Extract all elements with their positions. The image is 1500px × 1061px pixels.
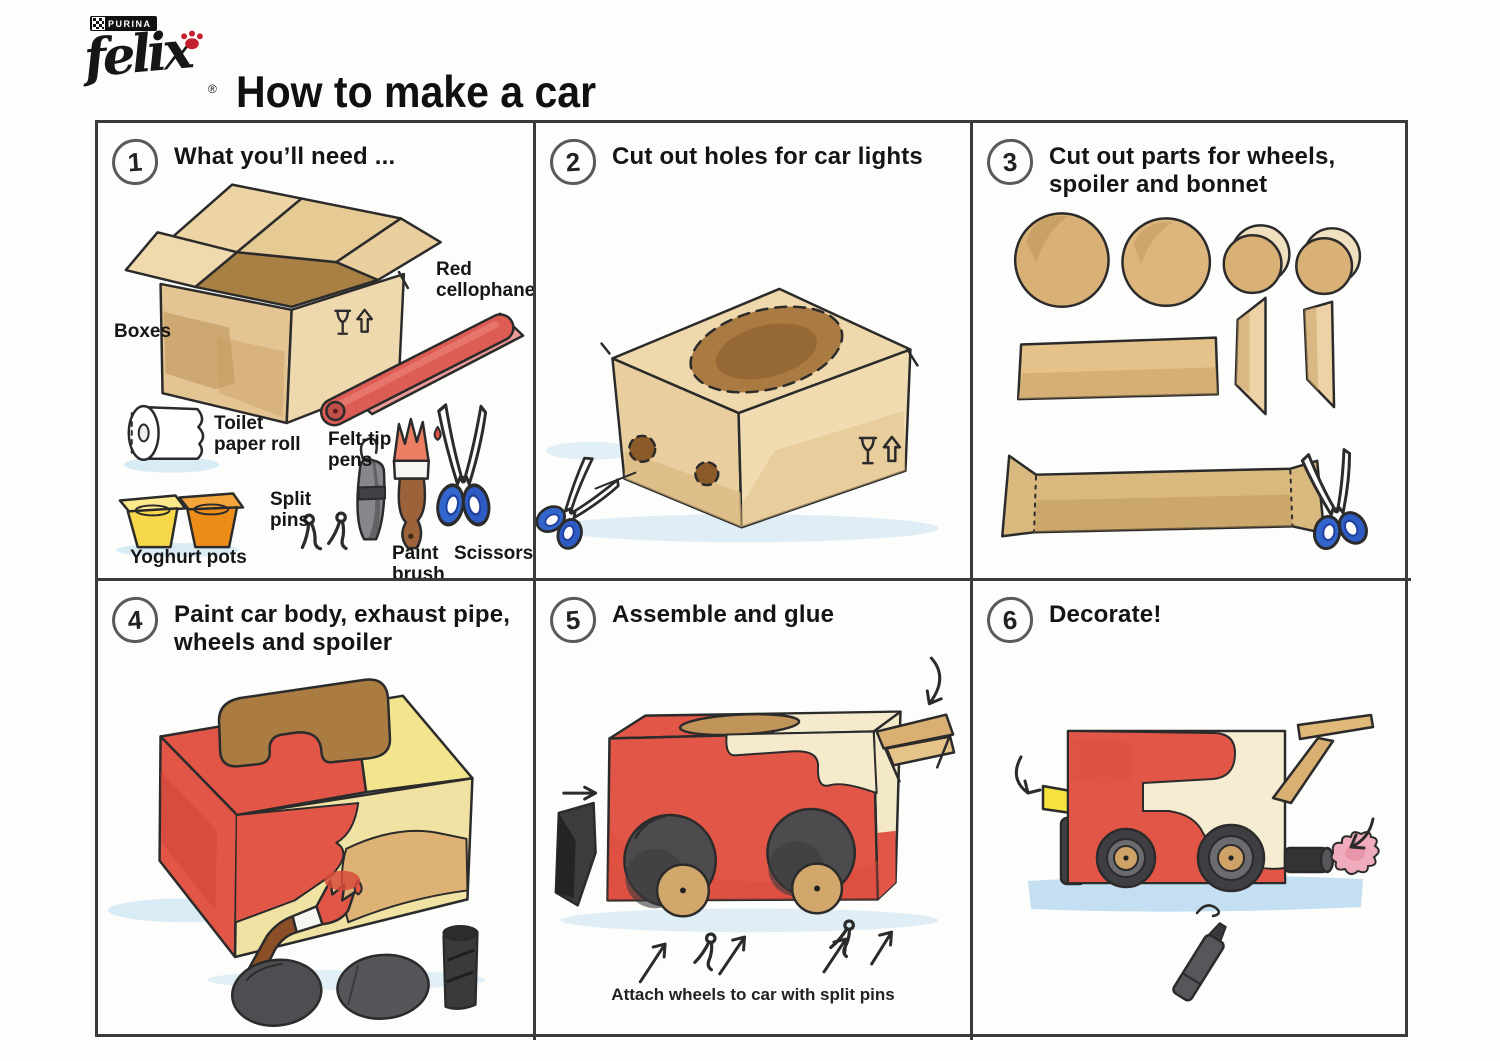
paw-print-icon [181, 30, 203, 50]
step-title: Assemble and glue [612, 601, 835, 628]
label-paint-brush: Paint brush [392, 543, 445, 581]
step-title: Cut out parts for wheels, spoiler and bo… [1049, 143, 1336, 199]
label-toilet-paper-roll: Toilet paper roll [214, 413, 301, 456]
page-title: How to make a car [236, 67, 597, 118]
arrows [562, 656, 943, 984]
painted-box-illustration [158, 678, 474, 959]
panel-step-2: 2 Cut out holes for car lights [536, 123, 973, 581]
exhaust-smoke-illustration [1283, 831, 1380, 875]
scissors-icon [536, 450, 637, 560]
label-red-cellophane: Red cellophane [436, 259, 536, 302]
step-title: Paint car body, exhaust pipe, wheels and… [174, 601, 511, 657]
step-number: 2 [548, 137, 598, 187]
panel-3-illustration [1001, 212, 1375, 557]
paint-brush-illustration [242, 870, 363, 989]
registered-mark: ® [208, 82, 217, 96]
purina-label: PURINA [108, 18, 152, 29]
purina-checkerboard-icon [92, 17, 105, 30]
paint-brush-illustration [392, 417, 442, 550]
felix-wordmark: felix [81, 19, 193, 90]
step-caption: Attach wheels to car with split pins [611, 985, 895, 1004]
panel-step-5: 5 Assemble and glue Attach wheels to car… [536, 581, 973, 1040]
toilet-paper-roll-illustration [127, 404, 205, 461]
spoiler-end-pieces-illustration [1234, 296, 1336, 416]
step-number: 6 [985, 595, 1035, 645]
label-split-pins: Split pins [270, 489, 312, 532]
wheel-circles-illustration [1013, 212, 1362, 309]
instruction-grid: 1 What you’ll need ... Boxes Red celloph… [95, 120, 1411, 1040]
painted-exhaust-illustration [442, 924, 479, 1010]
label-yoghurt-pots: Yoghurt pots [130, 547, 247, 568]
panel-1-illustration [115, 183, 525, 558]
spoiler-illustration [875, 713, 956, 783]
panel-step-1: 1 What you’ll need ... Boxes Red celloph… [98, 123, 536, 581]
label-scissors: Scissors [454, 543, 534, 564]
panel-step-6: 6 Decorate! [973, 581, 1411, 1040]
arrows [1014, 755, 1375, 850]
purina-badge: PURINA [90, 16, 157, 31]
step-number: 5 [548, 595, 598, 645]
panel-2-illustration [536, 287, 939, 560]
wheels-illustration [623, 807, 857, 918]
panel-step-3: 3 Cut out parts for wheels, spoiler and … [973, 123, 1411, 581]
red-cellophane-illustration [319, 312, 525, 427]
scissors-icon [431, 403, 496, 532]
step-title: Decorate! [1049, 601, 1162, 628]
step-title: Cut out holes for car lights [612, 143, 923, 170]
step-number: 3 [985, 137, 1035, 187]
painted-wheels-illustration [230, 953, 430, 1027]
yoghurt-pots-illustration [118, 492, 245, 549]
label-boxes: Boxes [114, 321, 172, 342]
cardboard-box-illustration [124, 183, 442, 425]
spoiler-illustration [1271, 713, 1375, 805]
felix-logo: PURINA felix ® [81, 14, 234, 110]
step-number: 4 [110, 595, 160, 645]
felt-tip-pen-illustration [356, 437, 387, 541]
spoiler-strip-illustration [1001, 454, 1326, 538]
felt-tip-pen-illustration [1172, 904, 1227, 1002]
step-number: 1 [110, 137, 160, 187]
step-title: What you’ll need ... [174, 143, 396, 170]
panel-6-illustration [1014, 713, 1380, 1002]
box-with-holes-illustration [600, 287, 919, 529]
wheels-illustration [1095, 823, 1266, 893]
panel-5-illustration [554, 656, 956, 984]
panel-4-illustration [107, 678, 486, 1027]
exhaust-pipe-illustration [554, 801, 597, 907]
panel-step-4: 4 Paint car body, exhaust pipe, wheels a… [98, 581, 536, 1040]
label-felt-tip-pens: Felt-tip pens [328, 429, 392, 472]
bonnet-strip-illustration [1016, 336, 1220, 401]
